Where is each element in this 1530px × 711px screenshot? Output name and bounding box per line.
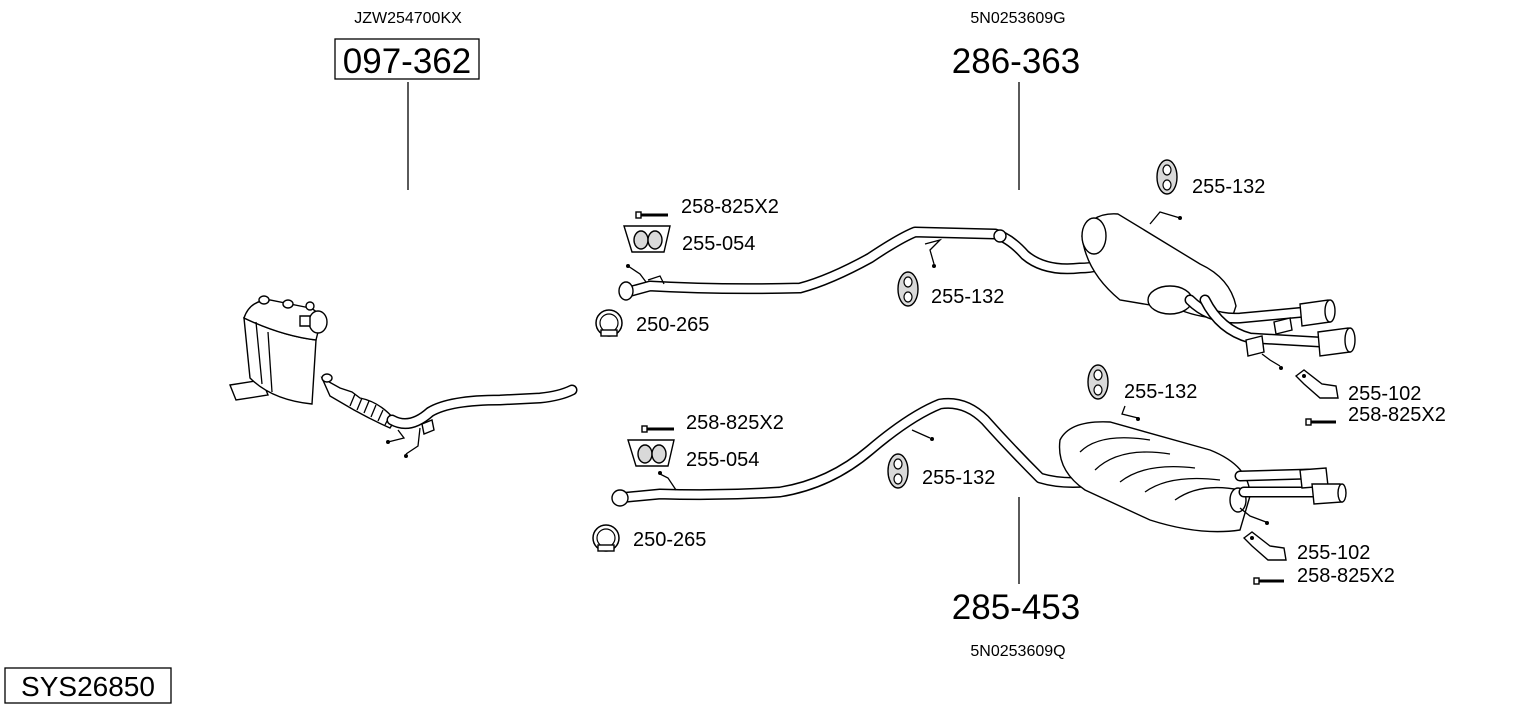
- oe-number-lower: 5N0253609Q: [970, 643, 1065, 660]
- rubber-ring-icon: [887, 453, 909, 489]
- part-label-rubber-lower-right: 255-132: [1124, 381, 1197, 403]
- part-label-bracket-lower-right: 255-102: [1297, 542, 1370, 564]
- rubber-ring-icon: [1087, 364, 1109, 400]
- part-label-rubber-lower-mid: 255-132: [922, 467, 995, 489]
- assembly-lower[interactable]: 285-453 5N0253609Q: [611, 397, 1347, 660]
- part-label-bolt-upper-right: 258-825X2: [1348, 404, 1446, 426]
- oe-number-dpf: JZW254700KX: [354, 10, 462, 27]
- rubber-hanger-icon: [623, 225, 671, 253]
- part-label-bracket-upper-right: 255-102: [1348, 383, 1421, 405]
- rubber-ring-icon: [1156, 159, 1178, 195]
- bolt-icon: [635, 211, 668, 219]
- bracket-icon: [1242, 531, 1287, 561]
- part-label-bolt-lower-right: 258-825X2: [1297, 565, 1395, 587]
- rubber-ring-icon: [897, 271, 919, 307]
- assembly-upper[interactable]: 5N0253609G 286-363: [618, 10, 1356, 370]
- bracket-icon: [1294, 369, 1339, 399]
- clamp-icon: [595, 309, 623, 337]
- part-number-upper: 286-363: [952, 42, 1080, 81]
- system-code: SYS26850: [21, 671, 155, 702]
- bolt-icon: [1305, 418, 1336, 426]
- part-label-hanger-lower-left: 255-054: [686, 449, 759, 471]
- part-number-lower: 285-453: [952, 588, 1080, 627]
- clamp-icon: [592, 524, 620, 552]
- assembly-dpf[interactable]: JZW254700KX 097-362: [229, 10, 578, 458]
- part-number-dpf: 097-362: [343, 42, 471, 81]
- part-label-hanger-upper-left: 255-054: [682, 233, 755, 255]
- part-label-rubber-upper-right: 255-132: [1192, 176, 1265, 198]
- rubber-hanger-icon: [627, 439, 675, 467]
- part-label-clamp-upper: 250-265: [636, 314, 709, 336]
- upper-small-parts: 258-825X2 255-054 250-265 255-132 25: [595, 159, 1446, 426]
- lower-muffler-illustration: [611, 397, 1347, 533]
- bolt-icon: [641, 425, 674, 433]
- bolt-icon: [1253, 577, 1284, 585]
- system-code-box: SYS26850: [4, 667, 172, 704]
- upper-muffler-illustration: [618, 211, 1356, 370]
- part-label-clamp-lower: 250-265: [633, 529, 706, 551]
- part-label-bolt-lower-left: 258-825X2: [686, 412, 784, 434]
- dpf-illustration: [229, 295, 578, 458]
- part-label-rubber-upper-mid: 255-132: [931, 286, 1004, 308]
- lower-small-parts: 258-825X2 255-054 250-265 255-132 255-13…: [592, 364, 1395, 587]
- oe-number-upper: 5N0253609G: [970, 10, 1065, 27]
- part-number-box-dpf: [334, 38, 480, 80]
- part-label-bolt-upper-left: 258-825X2: [681, 196, 779, 218]
